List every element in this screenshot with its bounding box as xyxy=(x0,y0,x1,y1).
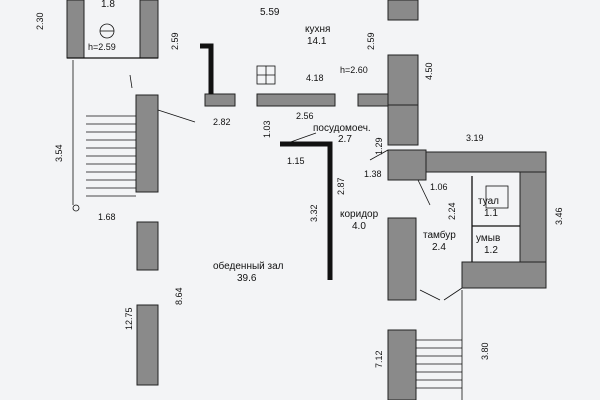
dim-3-80: 3.80 xyxy=(480,342,490,360)
door-swing xyxy=(417,179,431,206)
wall-left-room-right xyxy=(139,0,159,59)
stair-room-area: 1.8 xyxy=(101,0,115,10)
wall-kitchen-bottom-mid xyxy=(256,93,336,107)
dim-1-38: 1.38 xyxy=(364,169,382,179)
leader-line xyxy=(369,149,389,161)
door-swing xyxy=(443,287,463,301)
kitchen-name: кухня xyxy=(305,24,331,35)
dim-1-03: 1.03 xyxy=(262,120,272,138)
dining-name: обеденный зал xyxy=(213,261,284,272)
left-room-height: h=2.59 xyxy=(88,42,116,52)
door-swing xyxy=(157,109,196,123)
washroom-area: 1.2 xyxy=(484,245,498,256)
dim-kitchen-width: 4.18 xyxy=(306,73,324,83)
wall-dining-left-1 xyxy=(136,221,159,271)
partition-wall xyxy=(200,43,214,94)
dim-1-29: 1.29 xyxy=(374,137,384,155)
dishwash-name: посудомоеч. xyxy=(313,123,371,134)
dim-12-75: 12.75 xyxy=(124,307,134,330)
wall-stair-right-upper xyxy=(135,94,159,193)
wall-kitchen-bottom-left xyxy=(204,93,236,107)
vestibule-area: 2.4 xyxy=(432,242,446,253)
dim-2-59-kitchen: 2.59 xyxy=(366,32,376,50)
corridor-wall xyxy=(280,141,333,280)
dim-2-87: 2.87 xyxy=(336,177,346,195)
dining-area: 39.6 xyxy=(237,273,257,284)
dim-3-46: 3.46 xyxy=(554,207,564,225)
dim-2-82: 2.82 xyxy=(213,117,231,127)
dim-8-64: 8.64 xyxy=(174,287,184,305)
dim-1-68: 1.68 xyxy=(98,212,116,222)
wall-wc-bottom xyxy=(461,261,547,289)
wall-wc-top xyxy=(425,151,547,173)
toilet-area: 1.1 xyxy=(484,208,498,219)
dim-3-19: 3.19 xyxy=(466,133,484,143)
dim-2-30: 2.30 xyxy=(35,12,45,30)
vestibule-name: тамбур xyxy=(423,230,456,241)
toilet-name: туал xyxy=(478,196,499,207)
corridor-area: 4.0 xyxy=(352,221,366,232)
wall-right-mid xyxy=(387,104,419,146)
dishwash-area: 2.7 xyxy=(338,134,352,145)
leader-line xyxy=(284,132,317,145)
dim-7-12: 7.12 xyxy=(374,350,384,368)
wall-dining-left-2 xyxy=(136,304,159,386)
dim-2-56: 2.56 xyxy=(296,111,314,121)
dim-3-54: 3.54 xyxy=(54,144,64,162)
dim-2-59-left: 2.59 xyxy=(170,32,180,50)
wall-top-right xyxy=(387,0,419,21)
toilet-fixture xyxy=(485,185,509,209)
corridor-name: коридор xyxy=(340,209,379,220)
dim-4-50: 4.50 xyxy=(424,62,434,80)
dim-2-24: 2.24 xyxy=(447,202,457,220)
wall-vestibule-left xyxy=(387,217,417,301)
wall-kitchen-right xyxy=(387,54,419,106)
door-swing xyxy=(419,289,441,301)
dim-1-15: 1.15 xyxy=(287,156,305,166)
wall-left-top xyxy=(66,0,85,59)
wall-stair-bottom-left xyxy=(387,329,417,400)
dim-3-32: 3.32 xyxy=(309,204,319,222)
wall-corridor-right xyxy=(387,149,427,181)
door-swing xyxy=(129,74,133,89)
dim-1-06: 1.06 xyxy=(430,182,448,192)
kitchen-height: h=2.60 xyxy=(340,65,368,75)
stair-rail-end xyxy=(72,204,80,212)
top-room-area: 5.59 xyxy=(260,7,280,18)
washroom-name: умыв xyxy=(476,233,501,244)
kitchen-area: 14.1 xyxy=(307,36,327,47)
